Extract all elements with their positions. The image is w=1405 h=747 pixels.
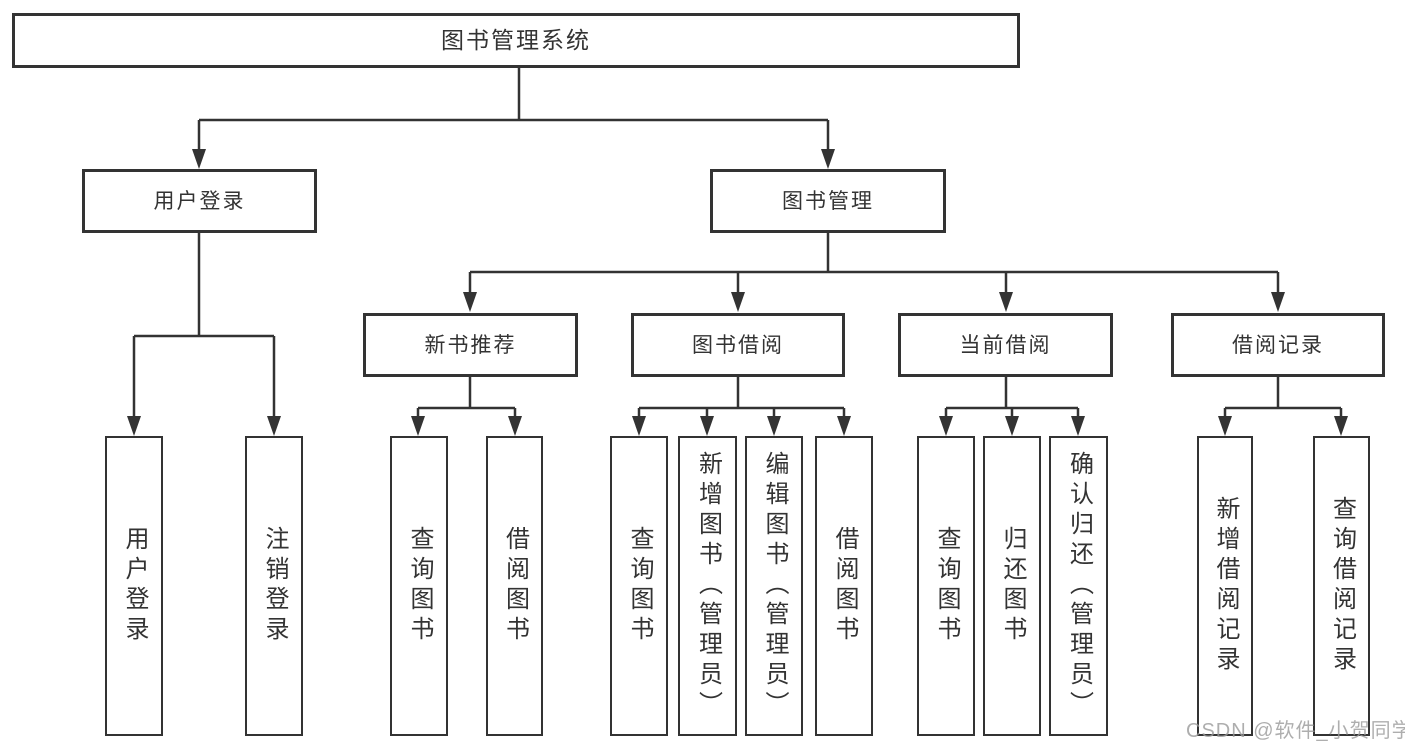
leaf-confirm-return-admin: 确认归还（管理员） <box>1049 436 1108 736</box>
node-book-borrowing: 图书借阅 <box>631 313 845 377</box>
leaf-query-books-current: 查询图书 <box>917 436 975 736</box>
node-current-borrowing: 当前借阅 <box>898 313 1113 377</box>
leaf-query-books-borrowing: 查询图书 <box>610 436 668 736</box>
node-library-management-system: 图书管理系统 <box>12 13 1020 68</box>
leaf-add-book-admin: 新增图书（管理员） <box>678 436 737 736</box>
leaf-add-borrow-record: 新增借阅记录 <box>1197 436 1253 736</box>
leaf-logout: 注销登录 <box>245 436 303 736</box>
leaf-edit-book-admin: 编辑图书（管理员） <box>745 436 803 736</box>
leaf-return-book: 归还图书 <box>983 436 1041 736</box>
csdn-watermark: CSDN @软件_小贺同学 <box>1186 720 1405 742</box>
node-book-management: 图书管理 <box>710 169 946 233</box>
leaf-query-books-recommend: 查询图书 <box>390 436 448 736</box>
leaf-borrow-books-borrowing: 借阅图书 <box>815 436 873 736</box>
leaf-borrow-books-recommend: 借阅图书 <box>486 436 543 736</box>
node-new-book-recommendation: 新书推荐 <box>363 313 578 377</box>
leaf-query-borrow-record: 查询借阅记录 <box>1313 436 1370 736</box>
node-user-login: 用户登录 <box>82 169 317 233</box>
node-borrowing-records: 借阅记录 <box>1171 313 1385 377</box>
leaf-user-login: 用户登录 <box>105 436 163 736</box>
